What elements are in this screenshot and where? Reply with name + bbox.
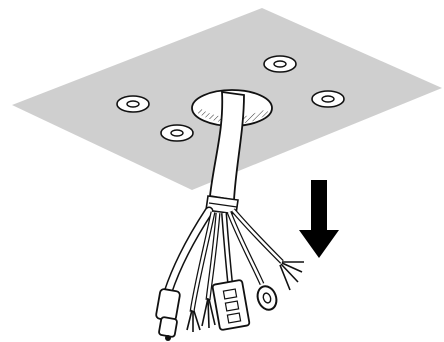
screw-hole: [263, 55, 297, 73]
multi-core-cable: [205, 90, 245, 215]
down-arrow-icon: [299, 180, 339, 258]
wire-group-right: [231, 208, 304, 291]
screw-hole: [116, 95, 150, 113]
screw-hole: [160, 124, 194, 142]
terminal-block: [211, 212, 251, 331]
ring-terminal: [226, 211, 278, 311]
screw-hole: [311, 90, 345, 108]
wire-group-left: [186, 211, 216, 332]
bnc-connector: [155, 206, 214, 341]
wire-group-middle: [201, 212, 221, 329]
